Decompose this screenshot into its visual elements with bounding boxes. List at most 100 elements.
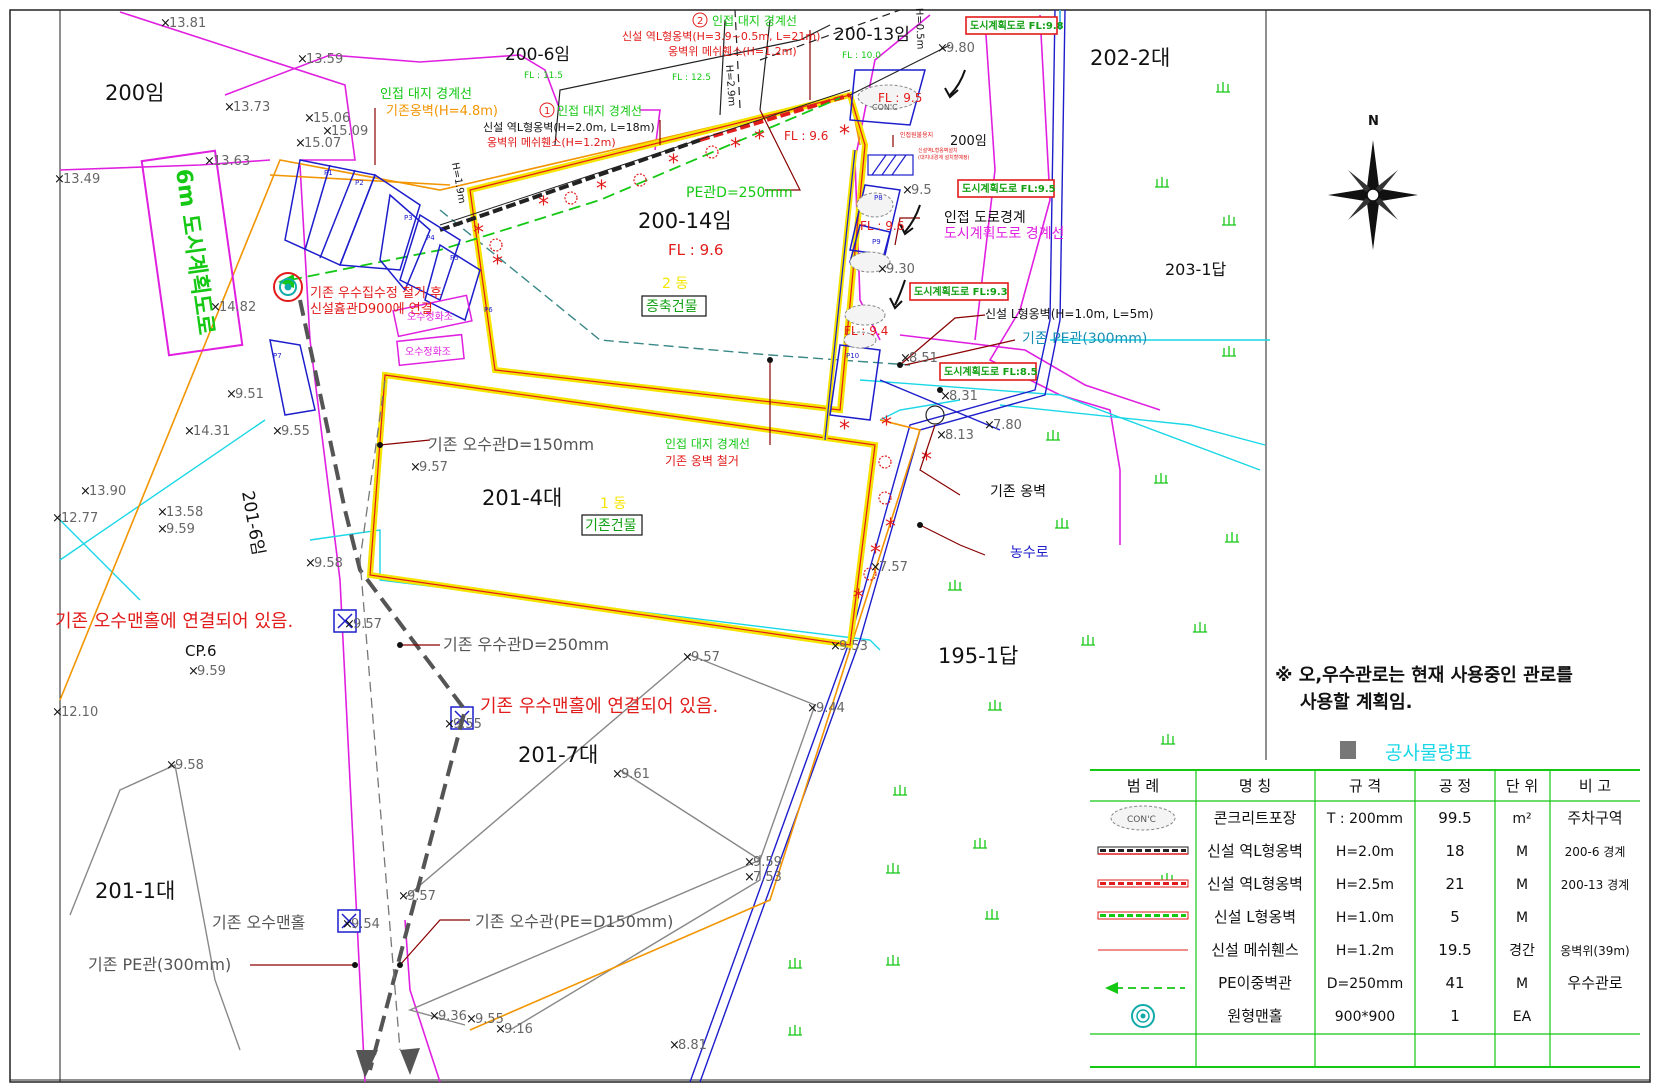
- parking-label: P4: [426, 234, 435, 242]
- elevation-marker: ×: [204, 154, 215, 169]
- farm-canal: 농수로: [1010, 545, 1049, 561]
- table-cell-spec: H=1.0m: [1336, 910, 1394, 926]
- spot-elevation: ×9.58: [166, 758, 204, 773]
- tree-star-icon: *: [885, 515, 896, 540]
- conc-label-1: CON'C: [872, 103, 898, 112]
- remove-wall: 기존 옹벽 철거: [665, 454, 739, 468]
- table-header-cell: 단 위: [1506, 777, 1538, 795]
- elevation-marker: ×: [682, 650, 693, 665]
- hatch-boxes: [867, 154, 914, 176]
- elevation-value: 9.36: [438, 1009, 467, 1024]
- parcel-200im-small: 200임: [950, 134, 987, 149]
- table-cell-name: PE이중벽관: [1218, 974, 1292, 992]
- table-cell-note: 200-6 경계: [1565, 845, 1626, 859]
- elevation-value: 9.57: [419, 460, 448, 475]
- table-cell-spec: H=2.0m: [1336, 844, 1394, 860]
- gijon-bldg-box: [581, 514, 643, 536]
- adj-road: 인접 도로경계: [944, 210, 1026, 226]
- elevation-value: 9.55: [281, 424, 310, 439]
- table-cell-note: 옹벽위(39m): [1560, 944, 1629, 958]
- elevation-value: 14.82: [219, 300, 256, 315]
- fence-2: 옹벽위 메쉬휀스(H=1.2m): [668, 45, 797, 58]
- table-cell-unit: M: [1516, 976, 1528, 992]
- existing-wall-circle: [925, 405, 945, 425]
- elevation-marker: ×: [160, 16, 171, 31]
- cyan-boundary-lines: [59, 10, 1270, 651]
- elevation-marker: ×: [612, 767, 623, 782]
- road-6m-box: [140, 149, 244, 357]
- table-cell-qty: 19.5: [1438, 941, 1471, 959]
- paddy-mark-icon: [988, 700, 1002, 711]
- elevation-value: 9.59: [753, 855, 782, 870]
- paddy-mark-icon: [1154, 473, 1168, 484]
- fl-labels-red: FL : 9.6 FL : 9.6 FL : 9.5 FL : 9.6 FL :…: [668, 91, 922, 338]
- city-road-boundary: 도시계획도로 경계선: [944, 226, 1064, 242]
- paddy-mark-icon: [1046, 430, 1060, 441]
- elevation-marker: ×: [52, 705, 63, 720]
- note-line-1: ※ 오,우수관로는 현재 사용중인 관로를: [1275, 665, 1573, 686]
- elevation-value: 9.5: [911, 183, 932, 198]
- table-cell-unit: m²: [1512, 811, 1531, 827]
- adj-boundary-left: 인접 대지 경계선: [380, 87, 472, 102]
- elevation-marker: ×: [444, 717, 455, 732]
- table-title-square: [1340, 741, 1356, 759]
- parking-label: P6: [484, 306, 493, 314]
- spot-elevation: ×13.49: [54, 172, 100, 187]
- quantity-table-grid: [1090, 769, 1640, 1068]
- parcel-195-1dap: 195-1답: [938, 644, 1018, 668]
- elevation-marker: ×: [272, 424, 283, 439]
- north-arrow-icon: [1328, 140, 1418, 250]
- elevation-value: 9.54: [351, 917, 380, 932]
- spot-elevation: ×9.53: [830, 639, 868, 654]
- gijon-bldg-label: 기존건물: [585, 518, 637, 534]
- legend-concrete-icon: [1110, 805, 1176, 831]
- adj-boundary-3: 인접 대지 경계선: [665, 437, 750, 451]
- elevation-marker: ×: [398, 889, 409, 904]
- fence-1: 옹벽위 메쉬휀스(H=1.2m): [487, 136, 616, 149]
- spot-elevation: ×9.57: [410, 460, 448, 475]
- tree-ring-icon: [633, 173, 647, 187]
- table-cell-qty: 41: [1445, 974, 1464, 992]
- elevation-marker: ×: [80, 484, 91, 499]
- table-cell-note: 우수관로: [1567, 974, 1622, 992]
- tree-star-icon: *: [870, 541, 881, 566]
- table-cell-spec: 900*900: [1335, 1009, 1395, 1025]
- rain-connect: 기존 우수맨홀에 연결되어 있음.: [480, 696, 718, 717]
- paddy-mark-icon: [1216, 82, 1230, 93]
- parking-label: P9: [872, 238, 881, 246]
- tree-ring-icon: [878, 491, 892, 505]
- fl-12-5: FL : 12.5: [672, 73, 711, 83]
- marker-2: 2: [697, 16, 703, 27]
- elevation-value: 14.31: [193, 424, 230, 439]
- tree-star-icon: *: [492, 252, 503, 277]
- elevation-marker: ×: [429, 1009, 440, 1024]
- paddy-mark-icon: [1225, 532, 1239, 543]
- tree-star-icon: *: [853, 586, 864, 611]
- septic-1: 오수정화조: [407, 311, 453, 323]
- spot-elevation: ×9.36: [429, 1009, 467, 1024]
- parking-stalls: [269, 69, 926, 421]
- table-cell-unit: M: [1516, 844, 1528, 860]
- elevation-marker: ×: [305, 556, 316, 571]
- new-manhole-core-icon: [284, 283, 292, 291]
- new-retaining-wall-north: [439, 138, 701, 232]
- spot-elevation: ×9.55: [466, 1012, 504, 1027]
- table-cell-note: 200-13 경계: [1561, 878, 1629, 892]
- table-cell-unit: M: [1516, 910, 1528, 926]
- existing-rain-pipe: [298, 299, 468, 1071]
- elevation-marker: ×: [54, 172, 65, 187]
- legend-l-wall-icon: [1097, 911, 1189, 920]
- tree-ring-icon: [489, 238, 503, 252]
- elevation-value: 9.57: [407, 889, 436, 904]
- tree-star-icon: *: [754, 127, 765, 152]
- elevation-value: 12.10: [61, 705, 98, 720]
- elevation-value: 7.57: [879, 560, 908, 575]
- elevation-marker: ×: [304, 111, 315, 126]
- existing-sewer-pipe: [359, 379, 401, 1051]
